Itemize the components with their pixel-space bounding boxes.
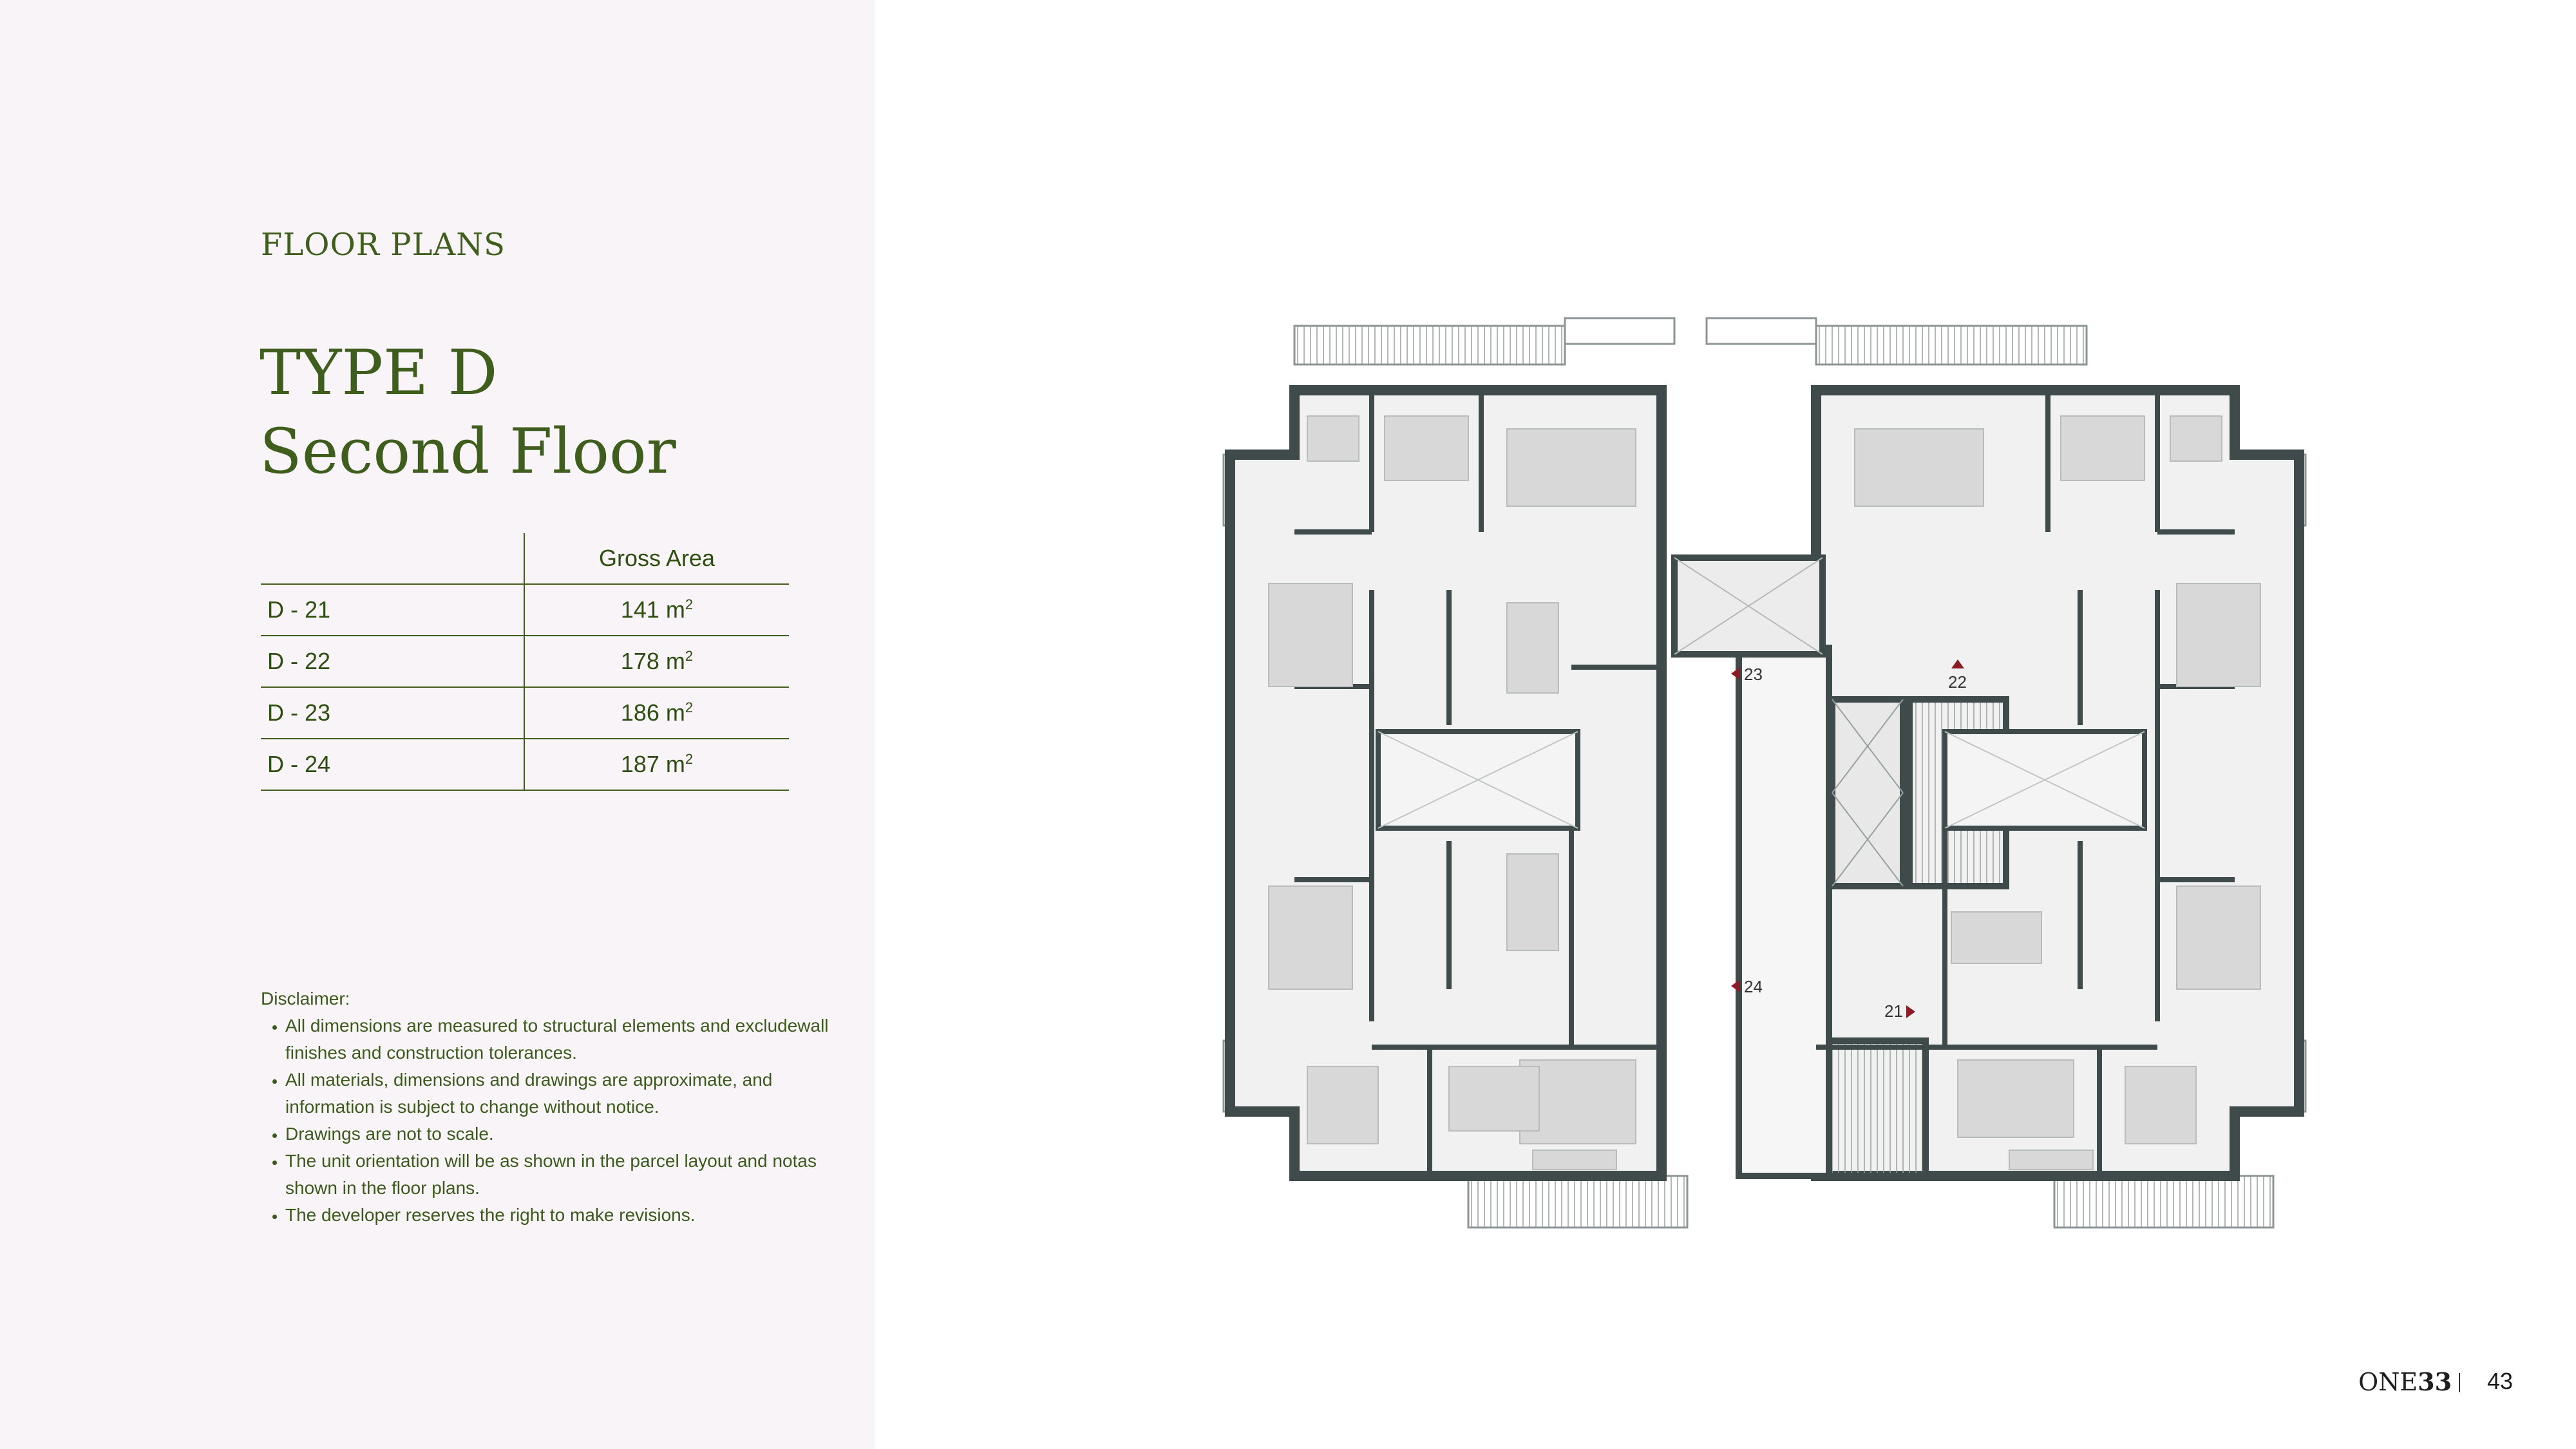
table-row: D - 23 186 m2 xyxy=(261,687,789,739)
interior-walls-left xyxy=(1294,390,1662,1176)
area-cell: 187 m2 xyxy=(524,739,789,790)
area-unit-exponent: 2 xyxy=(685,596,694,612)
area-value: 178 xyxy=(620,648,659,674)
title-line-1: TYPE D xyxy=(260,337,498,409)
unit-marker-24: 24 xyxy=(1731,977,1763,996)
balcony-bottom-right xyxy=(2053,1175,2275,1229)
area-cell: 186 m2 xyxy=(524,687,789,739)
area-value: 186 xyxy=(620,699,659,726)
table-row: D - 22 178 m2 xyxy=(261,636,789,687)
disclaimer-list: All dimensions are measured to structura… xyxy=(261,1012,840,1229)
page-number: 43 xyxy=(2487,1368,2514,1394)
area-unit-exponent: 2 xyxy=(685,648,694,664)
balcony-bottom-left xyxy=(1467,1175,1689,1229)
unit-cell: D - 22 xyxy=(261,636,525,687)
stair-lower xyxy=(1826,1037,1929,1179)
table-header-gross-area: Gross Area xyxy=(598,545,715,571)
footer-separator xyxy=(2459,1373,2460,1392)
area-unit-exponent: 2 xyxy=(685,751,694,767)
area-unit: m xyxy=(665,699,685,726)
area-value: 187 xyxy=(620,751,659,777)
unit-cell: D - 24 xyxy=(261,739,525,790)
table-row: D - 21 141 m2 xyxy=(261,584,789,636)
marker-arrow-24 xyxy=(1731,980,1740,992)
unit-cell: D - 21 xyxy=(261,584,525,636)
core-corridor xyxy=(1736,645,1832,1179)
balcony-top-center-right xyxy=(1705,317,1817,345)
unit-cell: D - 23 xyxy=(261,687,525,739)
disclaimer-heading: Disclaimer: xyxy=(261,989,350,1009)
marker-label-21: 21 xyxy=(1884,1001,1903,1021)
disclaimer-item: The developer reserves the right to make… xyxy=(285,1202,840,1229)
page-title: TYPE D Second Floor xyxy=(260,334,676,491)
title-line-2: Second Floor xyxy=(260,415,676,488)
interior-walls-right xyxy=(1816,390,2235,1176)
area-unit: m xyxy=(665,751,685,777)
marker-label-22: 22 xyxy=(1948,672,1967,692)
section-label: FLOOR PLANS xyxy=(261,227,506,263)
floor-plan-drawing: 23 22 24 21 xyxy=(1222,317,2307,1229)
unit-marker-21: 21 xyxy=(1884,1001,1915,1021)
lift-shaft xyxy=(1829,696,1906,889)
table-header-row: Gross Area xyxy=(261,533,789,584)
disclaimer-item: The unit orientation will be as shown in… xyxy=(285,1148,840,1202)
marker-arrow-22 xyxy=(1951,659,1964,668)
marker-arrow-23 xyxy=(1731,667,1740,680)
balcony-top-right xyxy=(1815,325,2088,366)
marker-label-24: 24 xyxy=(1744,977,1763,996)
marker-arrow-21 xyxy=(1906,1005,1915,1018)
area-value: 141 xyxy=(620,596,659,623)
area-cell: 178 m2 xyxy=(524,636,789,687)
disclaimer: Disclaimer: All dimensions are measured … xyxy=(261,985,840,1229)
area-unit: m xyxy=(665,596,685,623)
disclaimer-item: All materials, dimensions and drawings a… xyxy=(285,1066,840,1121)
area-unit: m xyxy=(665,648,685,674)
furniture xyxy=(1268,415,2261,1170)
footer-brand-logo: ONE33 xyxy=(2358,1367,2452,1396)
disclaimer-item: All dimensions are measured to structura… xyxy=(285,1012,840,1066)
area-cell: 141 m2 xyxy=(524,584,789,636)
unit-marker-23: 23 xyxy=(1731,665,1763,684)
balcony-top-left xyxy=(1293,325,1566,366)
area-unit-exponent: 2 xyxy=(685,699,694,715)
table-row: D - 24 187 m2 xyxy=(261,739,789,790)
balcony-top-center-left xyxy=(1564,317,1676,345)
disclaimer-item: Drawings are not to scale. xyxy=(285,1121,840,1148)
brand-prefix: ONE xyxy=(2358,1368,2418,1396)
gross-area-table: Gross Area D - 21 141 m2 D - 22 178 m2 D… xyxy=(261,533,789,791)
table-header-blank xyxy=(261,533,525,584)
unit-marker-22: 22 xyxy=(1948,659,1967,692)
brand-number: 33 xyxy=(2418,1367,2452,1396)
marker-label-23: 23 xyxy=(1744,665,1763,684)
